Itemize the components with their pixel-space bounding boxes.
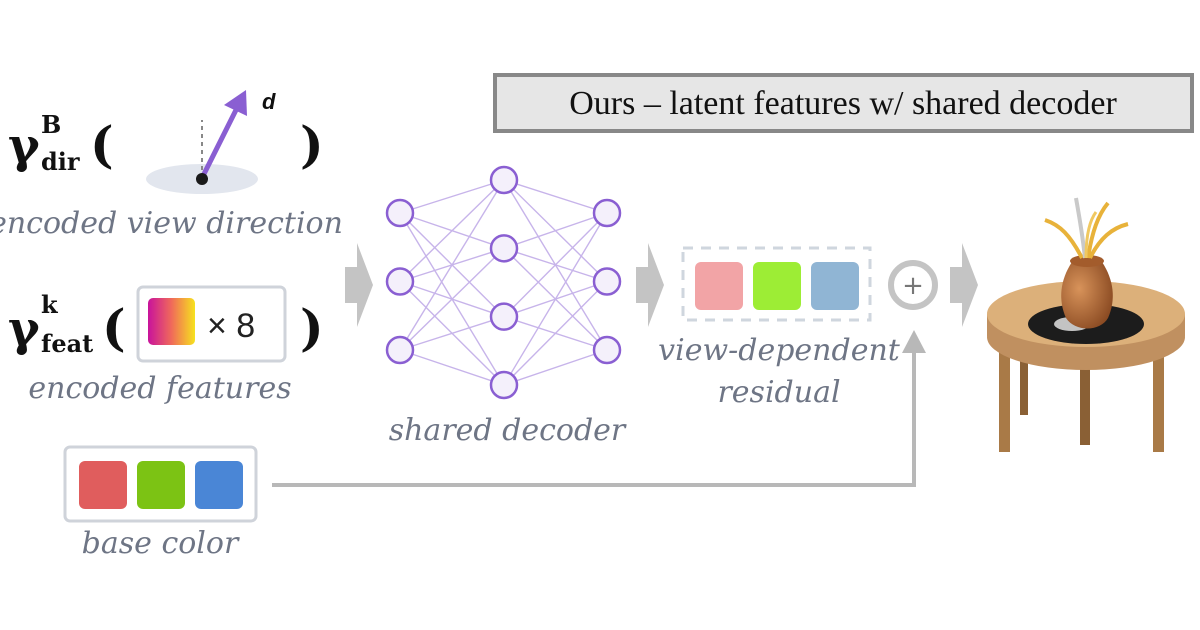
features-caption: encoded features — [28, 371, 291, 406]
view-direction-caption: encoded view direction — [0, 206, 343, 241]
dir-superscript: B — [41, 110, 61, 139]
residual-swatch — [811, 262, 859, 310]
network-edge — [399, 179, 505, 214]
base-color-swatches — [79, 461, 243, 509]
plus-circle — [888, 260, 938, 310]
network-node — [489, 234, 519, 263]
base-color-connector — [272, 330, 926, 487]
view-origin-dot — [196, 173, 208, 185]
open-paren: ( — [90, 115, 114, 174]
close-paren: ) — [300, 298, 324, 357]
arrow-to-residual — [636, 243, 664, 327]
base-color-swatch — [79, 461, 127, 509]
base-color-swatch — [195, 461, 243, 509]
network-edge — [399, 179, 505, 351]
gamma-symbol: γ — [8, 118, 40, 174]
network-edge — [503, 281, 608, 386]
base-color-swatch — [137, 461, 185, 509]
network-edge — [503, 212, 608, 249]
network-node — [385, 267, 415, 296]
feature-multiplier: × 8 — [207, 307, 255, 345]
network-edge — [399, 349, 505, 386]
residual-group: view-dependent residual — [658, 246, 901, 410]
network-node — [489, 302, 519, 331]
open-paren: ( — [102, 298, 126, 357]
residual-caption-line1: view-dependent — [658, 333, 901, 368]
view-direction-term: γ B dir ( ) d encoded view direction — [0, 89, 343, 241]
arrow-to-output — [950, 243, 978, 327]
network-node — [385, 198, 415, 228]
close-paren: ) — [300, 115, 324, 174]
network-edge — [503, 179, 608, 214]
view-vector-arrowhead — [224, 90, 247, 116]
rendered-object-illustration — [987, 197, 1185, 452]
base-color-line — [272, 350, 916, 487]
base-color-group: base color — [63, 445, 258, 561]
residual-swatch — [753, 262, 801, 310]
plus-icon: + — [902, 271, 924, 301]
base-color-arrowhead — [902, 330, 926, 353]
title-box: Ours – latent features w/ shared decoder — [493, 73, 1194, 133]
network-node — [385, 335, 415, 365]
residual-caption-line2: residual — [717, 375, 840, 410]
network-edge — [399, 247, 505, 351]
network-edge — [503, 349, 608, 386]
base-color-caption: base color — [82, 526, 240, 561]
dir-subscript: dir — [41, 147, 80, 176]
network-node — [592, 267, 622, 296]
diagram-title: Ours – latent features w/ shared decoder — [569, 85, 1117, 122]
network-edge — [399, 316, 505, 351]
network-edge — [503, 212, 608, 386]
decoder-caption: shared decoder — [389, 413, 627, 448]
network-node — [592, 335, 622, 365]
features-term: γ k feat ( ) × 8 encoded features — [8, 285, 324, 406]
network-node — [489, 165, 519, 195]
residual-swatch — [695, 262, 743, 310]
residual-swatches — [695, 262, 859, 310]
vase-icon — [1044, 197, 1129, 329]
view-vector-label: d — [262, 89, 276, 114]
feat-subscript: feat — [41, 329, 93, 358]
gamma-symbol: γ — [8, 301, 40, 357]
shared-decoder-network — [385, 165, 622, 400]
network-node — [592, 198, 622, 228]
view-vector-shaft — [199, 106, 240, 180]
flow-arrows — [345, 243, 978, 327]
network-node — [489, 370, 519, 400]
feat-superscript: k — [41, 290, 59, 319]
network-edge — [399, 179, 505, 283]
arrow-to-decoder — [345, 243, 373, 327]
network-edge — [503, 212, 608, 318]
sum-operator: + — [888, 260, 938, 310]
feature-gradient-swatch — [148, 298, 195, 345]
